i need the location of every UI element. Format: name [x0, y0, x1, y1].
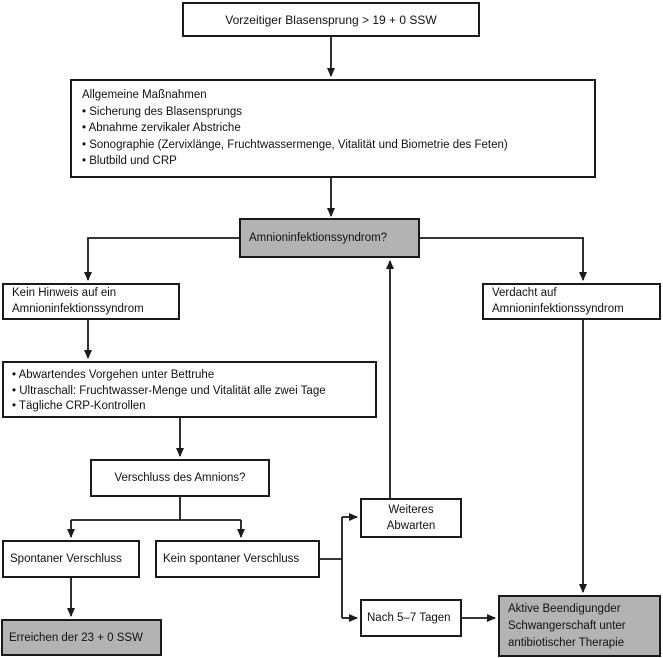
spontaneous-closure-label: Spontaner Verschluss [10, 553, 122, 565]
node-suspicion: Verdacht auf Amnioninfektionssyndrom [482, 283, 661, 320]
reach-23-0-ssw-label: Erreichen der 23 + 0 SSW [9, 631, 143, 644]
node-spontaneous-closure: Spontaner Verschluss [2, 540, 140, 578]
connector-question-to-suspicion [420, 237, 587, 281]
after-5-7-days-label: Nach 5–7 Tagen [367, 612, 451, 624]
expectant-item: • Ultraschall: Fruchtwasser-Menge und Vi… [12, 384, 326, 397]
no-evidence-line: Amnioninfektionssyndrom [12, 302, 144, 315]
no-spontaneous-closure-label: Kein spontaner Verschluss [163, 553, 300, 565]
general-measures-item: • Abnahme zervikaler Abstriche [82, 122, 241, 134]
expectant-item: • Tägliche CRP-Kontrollen [12, 400, 146, 412]
suspicion-line: Verdacht auf [492, 287, 557, 299]
node-no-spontaneous-closure: Kein spontaner Verschluss [155, 540, 320, 578]
node-after-5-7-days: Nach 5–7 Tagen [360, 599, 462, 637]
active-termination-line: antibiotischer Therapie [508, 637, 625, 649]
connector-question-to-no-evidence [84, 237, 239, 281]
connector-no-spontaneous-branch [320, 517, 343, 618]
active-termination-line: Schwangerschaft unter [508, 620, 626, 632]
node-reach-23-0-ssw: Erreichen der 23 + 0 SSW [1, 619, 162, 656]
node-start: Vorzeitiger Blasensprung > 19 + 0 SSW [182, 2, 480, 37]
closure-question-label: Verschluss des Amnions? [114, 472, 246, 484]
continue-waiting-line: Abwarten [386, 520, 436, 532]
node-start-label: Vorzeitiger Blasensprung > 19 + 0 SSW [225, 12, 437, 27]
general-measures-title: Allgemeine Maßnahmen [82, 89, 207, 101]
infection-question-label: Amnioninfektionssyndrom? [249, 232, 388, 244]
connector-closure-split [71, 497, 241, 521]
general-measures-item: • Blutbild und CRP [82, 155, 177, 167]
suspicion-line: Amnioninfektionssyndrom [492, 302, 624, 315]
continue-waiting-line: Weiteres [388, 504, 434, 516]
general-measures-item: • Sicherung des Blasensprungs [82, 105, 243, 118]
expectant-item: • Abwartendes Vorgehen unter Bettruhe [12, 369, 215, 381]
node-no-evidence: Kein Hinweis auf ein Amnioninfektionssyn… [2, 283, 180, 320]
active-termination-line: Aktive Beendigungder [508, 603, 621, 615]
node-expectant-management: • Abwartendes Vorgehen unter Bettruhe • … [2, 361, 377, 418]
node-closure-question: Verschluss des Amnions? [90, 459, 270, 497]
node-continue-waiting: Weiteres Abwarten [360, 498, 462, 538]
node-infection-question: Amnioninfektionssyndrom? [239, 218, 420, 258]
node-general-measures: Allgemeine Maßnahmen • Sicherung des Bla… [70, 79, 596, 178]
no-evidence-line: Kein Hinweis auf ein [12, 287, 117, 299]
node-active-termination: Aktive Beendigungder Schwangerschaft unt… [498, 595, 661, 657]
general-measures-item: • Sonographie (Zervixlänge, Fruchtwasser… [82, 138, 508, 151]
